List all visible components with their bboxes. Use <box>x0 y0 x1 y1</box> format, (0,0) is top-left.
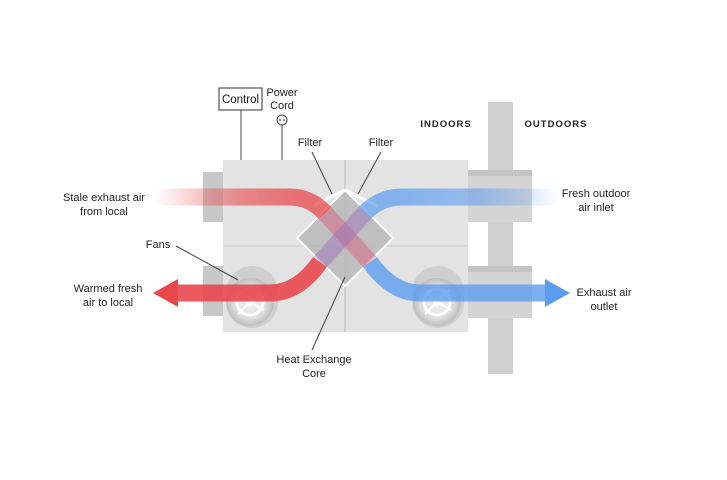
stale-exhaust-label-2: from local <box>80 206 128 218</box>
fresh-outdoor-label-2: air inlet <box>578 202 613 214</box>
exhaust-outlet-label-2: outlet <box>591 301 618 313</box>
exhaust-outlet-label-1: Exhaust air <box>576 287 631 299</box>
exhaust-air-stream-out <box>363 256 545 302</box>
power-cord-label-2: Cord <box>270 100 294 112</box>
warmed-fresh-label-2: air to local <box>83 297 133 309</box>
stale-exhaust-label-1: Stale exhaust air <box>63 192 145 204</box>
fresh-air-stream-in <box>358 188 560 220</box>
power-cord-label-1: Power <box>266 87 298 99</box>
heat-exchange-label-2: Core <box>302 368 326 380</box>
fresh-air-stream-core <box>313 207 372 268</box>
exterior-wall <box>488 102 513 374</box>
indoors-label: INDOORS <box>420 119 471 130</box>
power-plug-icon <box>276 114 288 126</box>
fresh-outdoor-label-1: Fresh outdoor <box>562 188 631 200</box>
outdoors-label: OUTDOORS <box>525 119 588 130</box>
fans-label: Fans <box>146 239 171 251</box>
stale-air-stream-in <box>155 188 332 220</box>
warmed-air-stream-out <box>178 256 327 302</box>
filter-right-label: Filter <box>369 137 394 149</box>
control-label: Control <box>222 94 259 106</box>
warmed-arrow-head <box>153 279 178 307</box>
warmed-fresh-label-1: Warmed fresh <box>74 283 143 295</box>
exhaust-arrow-head <box>545 279 570 307</box>
heat-exchange-label-1: Heat Exchange <box>276 354 351 366</box>
filter-left-label: Filter <box>298 137 323 149</box>
